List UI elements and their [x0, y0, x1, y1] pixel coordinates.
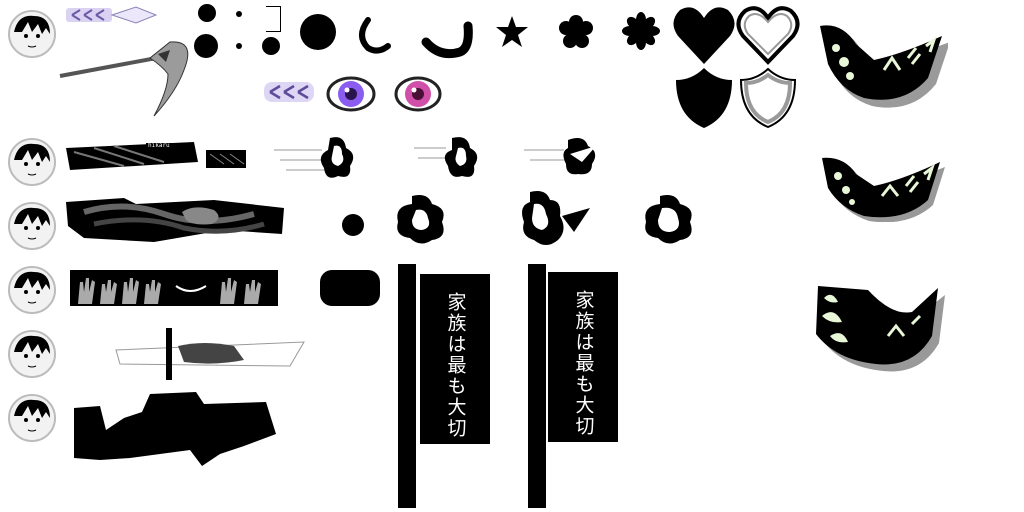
smoke-puff-icon — [274, 137, 354, 178]
banner-pole — [528, 264, 546, 508]
dark-wave-banner-icon — [66, 198, 284, 242]
ink-splat-banner-icon — [74, 392, 276, 466]
dot-icon — [262, 37, 280, 55]
avatar — [8, 330, 56, 378]
smoke-burst-icon — [522, 191, 590, 245]
banner-pole — [398, 264, 416, 508]
flame-ribbon-icon — [816, 286, 945, 372]
avatar — [8, 138, 56, 186]
chevron-glow-icon — [264, 82, 314, 102]
dot-icon — [236, 43, 242, 49]
avatar — [8, 202, 56, 250]
dot-icon — [300, 14, 336, 50]
flower-icon — [622, 12, 660, 50]
smoke-puff-icon — [397, 195, 444, 244]
smoke-puff-icon — [524, 138, 596, 175]
ribbon-kanji-icon — [822, 157, 945, 222]
dot-icon — [342, 214, 364, 236]
name-banner-icon — [66, 142, 198, 170]
smoke-puff-icon — [414, 137, 478, 177]
smoke-puff-icon — [645, 195, 692, 244]
heart-outline-icon — [736, 6, 800, 65]
banner-text: 家族は最も大切 — [572, 290, 595, 437]
dot-icon — [198, 4, 216, 22]
star-icon — [496, 16, 528, 47]
kanji-banner: 家族は最も大切 — [548, 272, 618, 442]
dot-icon — [194, 34, 218, 58]
dot-icon — [236, 11, 242, 17]
avatar — [8, 10, 56, 58]
eye-icon — [326, 76, 376, 112]
name-tag: hikaru — [148, 142, 170, 149]
blade-banner-icon — [115, 328, 305, 380]
avatar — [8, 394, 56, 442]
mini-banner-icon — [206, 150, 246, 168]
hook-icon — [421, 21, 473, 59]
pill-shape — [320, 270, 380, 306]
eye-icon — [394, 76, 442, 112]
shield-outline-icon — [739, 67, 797, 129]
chevron-ornament-icon — [66, 6, 158, 24]
kanji-banner: 家族は最も大切 — [420, 274, 490, 444]
bracket-icon — [266, 6, 281, 32]
scythe-icon — [59, 41, 189, 117]
flower-icon — [559, 15, 593, 48]
hook-icon — [359, 17, 391, 54]
hands-banner-icon — [70, 270, 278, 306]
ribbon-kanji-icon — [820, 25, 948, 108]
shield-icon — [676, 68, 732, 128]
avatar — [8, 266, 56, 314]
banner-text: 家族は最も大切 — [444, 292, 467, 439]
heart-icon — [673, 7, 735, 65]
